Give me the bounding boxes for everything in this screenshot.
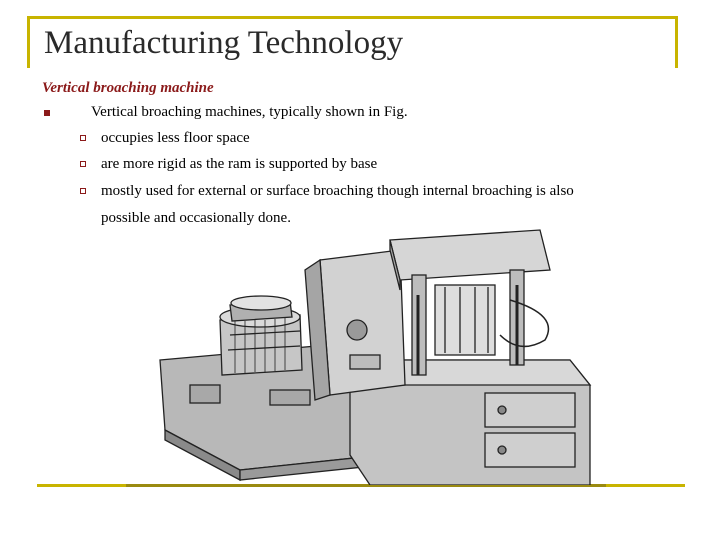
frame-right-line (675, 16, 678, 68)
sub-bullet-text: occupies less floor space (101, 130, 250, 146)
frame-top-line (27, 16, 677, 19)
sub-bullet-text: are more rigid as the ram is supported b… (101, 156, 378, 172)
square-bullet-icon (44, 110, 50, 116)
hollow-square-bullet-icon (80, 161, 86, 167)
frame-left-line (27, 16, 30, 68)
hollow-square-bullet-icon (80, 188, 86, 194)
sub-bullet-text: mostly used for external or surface broa… (101, 183, 574, 199)
sub-bullet-continuation: possible and occasionally done. (101, 210, 291, 226)
hollow-square-bullet-icon (80, 135, 86, 141)
slide-title: Manufacturing Technology (44, 25, 404, 61)
frame-bottom-accent (126, 484, 606, 487)
vertical-broaching-machine-illustration (159, 229, 592, 485)
slide-subtitle: Vertical broaching machine (42, 80, 214, 96)
main-bullet-text: Vertical broaching machines, typically s… (91, 104, 408, 120)
